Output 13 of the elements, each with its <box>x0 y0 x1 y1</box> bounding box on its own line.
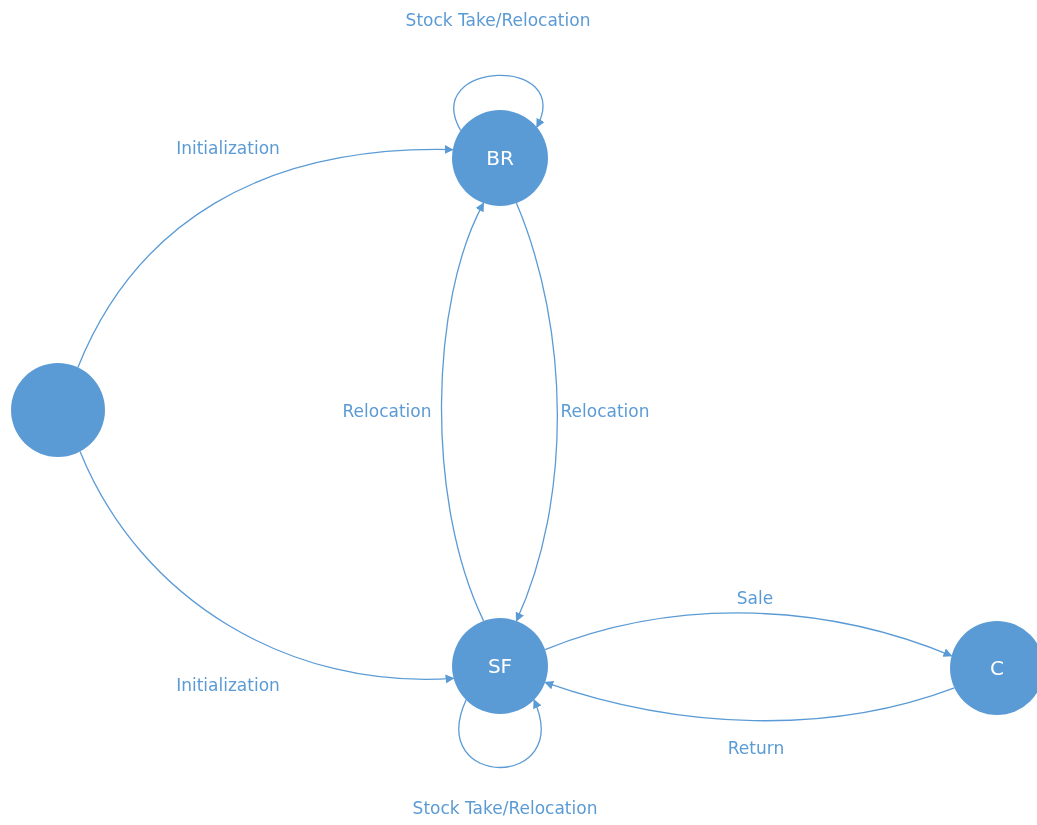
state-name: BR <box>486 146 514 170</box>
state-name: C <box>990 656 1004 680</box>
arrow <box>77 145 454 369</box>
edge-label: Stock Take/Relocation <box>403 10 593 30</box>
arrow <box>515 202 558 622</box>
arrow <box>458 699 542 769</box>
state-name: SF <box>487 654 513 678</box>
arrow <box>544 680 956 722</box>
edge-label: Stock Take/Relocation <box>410 798 600 818</box>
arrow <box>453 74 544 132</box>
arrow <box>544 612 953 658</box>
arrow <box>79 450 455 684</box>
arrow <box>440 202 485 622</box>
